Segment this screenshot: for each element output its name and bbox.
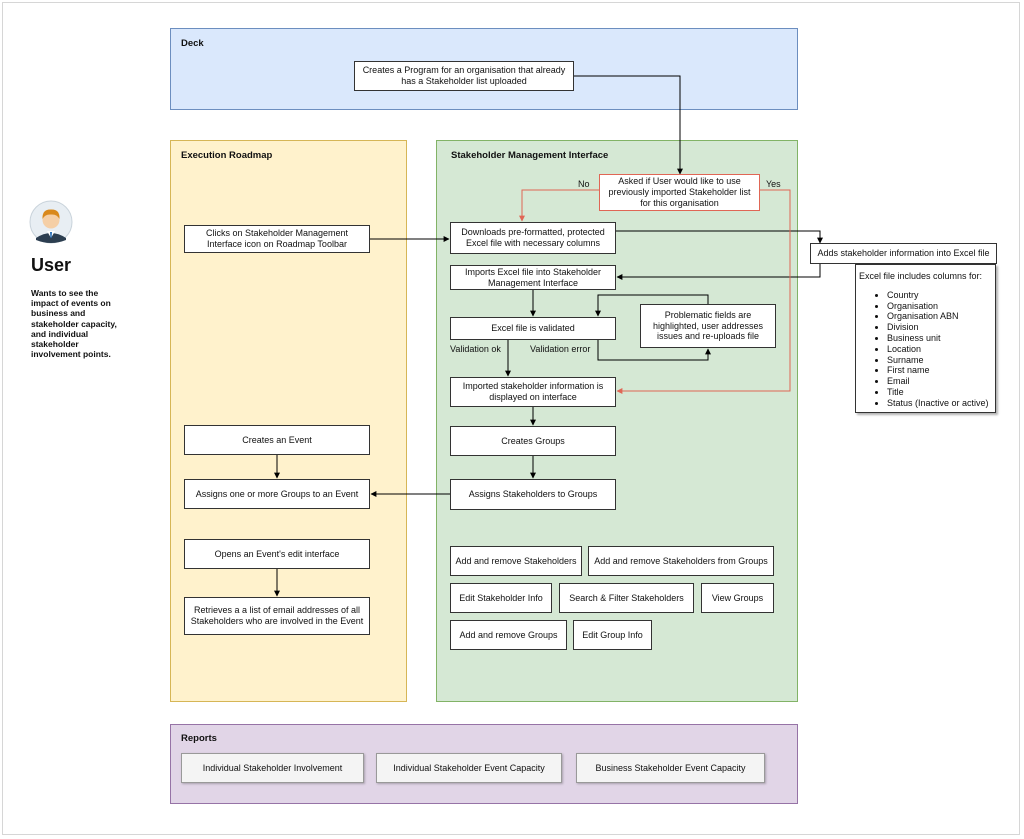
opens-event-edit-box: Opens an Event's edit interface [184,539,370,569]
feature-add-remove-stakeholders: Add and remove Stakeholders [450,546,582,576]
execution-roadmap-title: Execution Roadmap [181,150,273,161]
column-item: First name [887,365,992,376]
column-item: Location [887,344,992,355]
creates-groups-box: Creates Groups [450,426,616,456]
creates-program-box: Creates a Program for an organisation th… [354,61,574,91]
feature-view-groups: View Groups [701,583,774,613]
feature-add-remove-stakeholders-groups: Add and remove Stakeholders from Groups [588,546,774,576]
no-branch-arrow [519,189,599,222]
column-item: Title [887,387,992,398]
assigns-groups-to-event-box: Assigns one or more Groups to an Event [184,479,370,509]
downloads-to-adds-arrow [616,230,823,244]
column-item: Business unit [887,333,992,344]
retrieves-emails-box: Retrieves a a list of email addresses of… [184,597,370,635]
asked-previous-list-box: Asked if User would like to use previous… [599,174,760,211]
assigns-stakeholders-box: Assigns Stakeholders to Groups [450,479,616,510]
user-description: Wants to see the impact of events on bus… [31,288,117,360]
validation-ok-label: Validation ok [450,344,501,354]
imports-excel-box: Imports Excel file into Stakeholder Mana… [450,265,616,290]
displayed-info-box: Imported stakeholder information is disp… [450,377,616,407]
creates-event-box: Creates an Event [184,425,370,455]
deck-to-asked-arrow [574,75,683,175]
user-title: User [31,255,72,275]
downloads-excel-box: Downloads pre-formatted, protected Excel… [450,222,616,254]
column-item: Email [887,376,992,387]
column-item: Division [887,322,992,333]
column-item: Status (Inactive or active) [887,398,992,409]
clicks-smi-box: Clicks on Stakeholder Management Interfa… [184,225,370,253]
feature-add-remove-groups: Add and remove Groups [450,620,567,650]
yes-branch-arrow [616,189,791,394]
column-item: Country [887,290,992,301]
user-avatar [29,200,73,244]
no-label: No [578,179,590,189]
problematic-fields-box: Problematic fields are highlighted, user… [640,304,776,348]
deck-lane-title: Deck [181,38,204,49]
excel-columns-note: Excel file includes columns for: Country… [855,264,996,413]
reports-lane-title: Reports [181,733,217,744]
yes-label: Yes [766,179,781,189]
column-item: Surname [887,355,992,366]
excel-validated-box: Excel file is validated [450,317,616,340]
excel-columns-heading: Excel file includes columns for: [859,271,983,281]
deck-lane [170,28,798,110]
column-item: Organisation ABN [887,311,992,322]
smi-lane-title: Stakeholder Management Interface [451,150,609,161]
adds-info-excel-box: Adds stakeholder information into Excel … [810,243,997,264]
feature-edit-group-info: Edit Group Info [573,620,652,650]
validation-error-label: Validation error [530,344,591,354]
column-item: Organisation [887,301,992,312]
reupload-arrow [595,294,709,317]
validation-error-arrow [597,340,711,361]
feature-search-filter-stakeholders: Search & Filter Stakeholders [559,583,694,613]
user-avatar-icon [29,200,73,244]
report-individual-involvement: Individual Stakeholder Involvement [181,753,364,783]
report-individual-event-capacity: Individual Stakeholder Event Capacity [376,753,562,783]
report-business-event-capacity: Business Stakeholder Event Capacity [576,753,765,783]
excel-columns-list: Country Organisation Organisation ABN Di… [859,290,992,409]
feature-edit-stakeholder-info: Edit Stakeholder Info [450,583,552,613]
adds-to-imports-arrow [616,263,821,280]
